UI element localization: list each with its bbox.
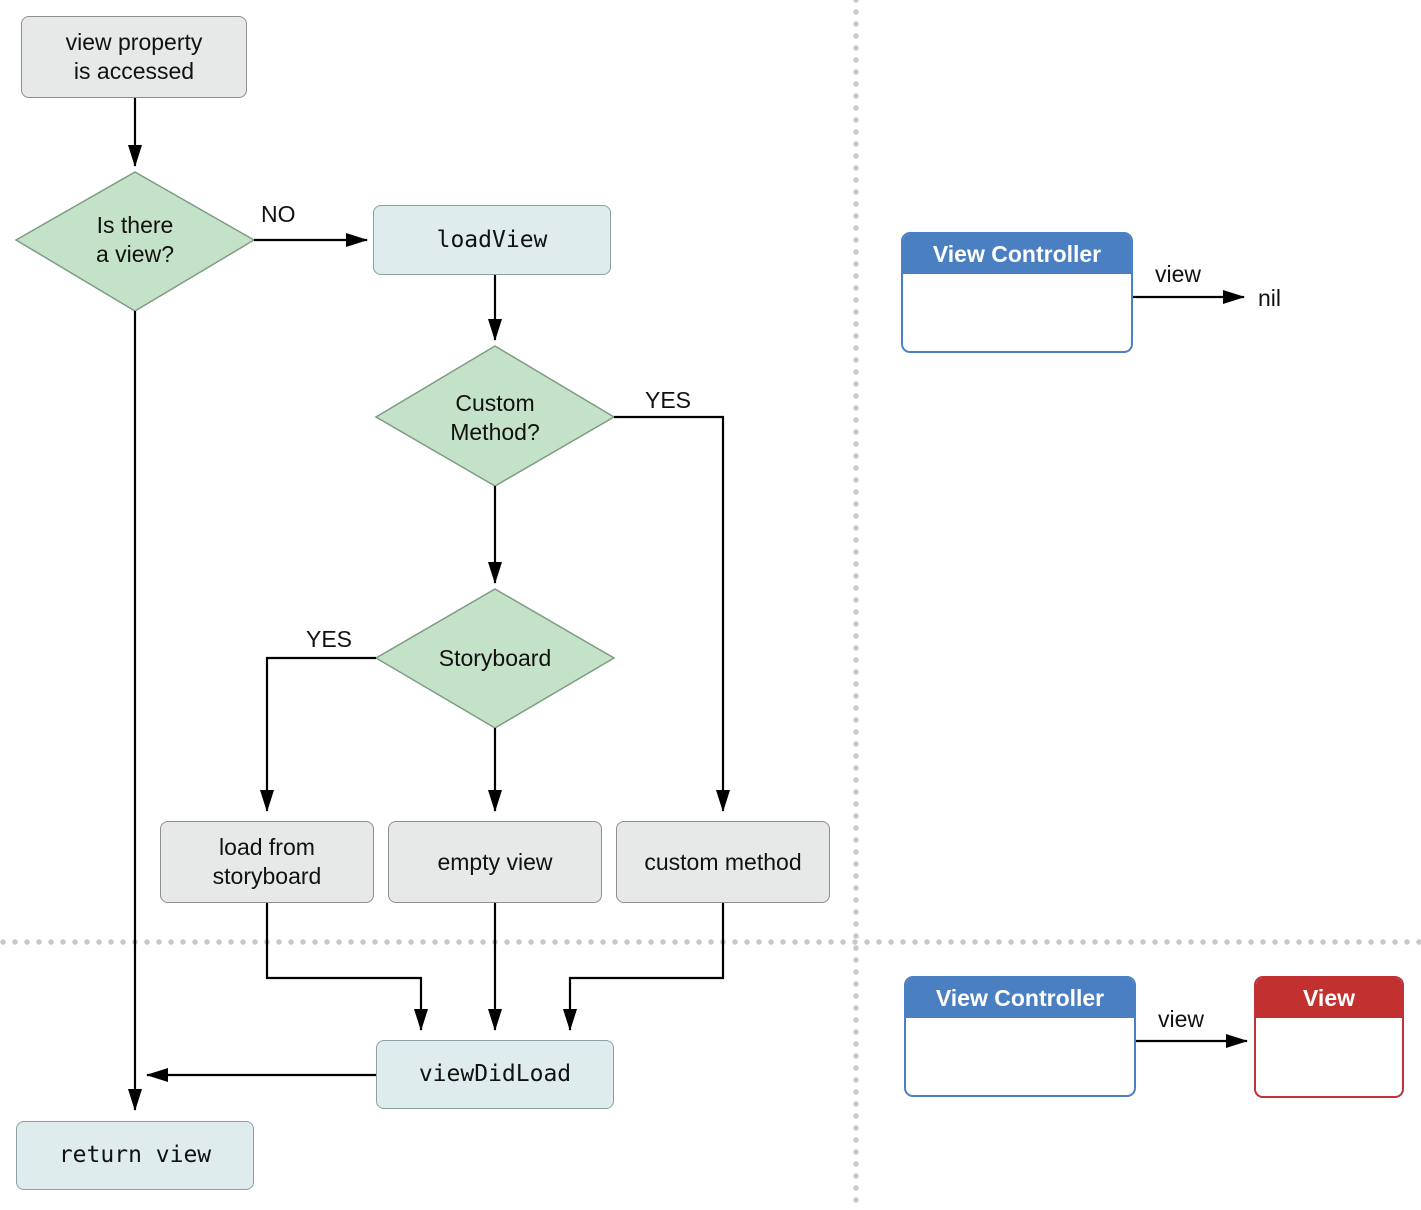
view-controller-after-title: View Controller bbox=[906, 978, 1134, 1018]
view-edge-label-before: view bbox=[1155, 261, 1202, 287]
arrow-storyboard-yes-to-load bbox=[260, 656, 376, 812]
custom-method-box: custom method bbox=[616, 821, 830, 903]
nil-label: nil bbox=[1258, 285, 1282, 311]
arrow-load-to-viewdidload bbox=[265, 903, 428, 1031]
view-controller-after: View Controller bbox=[904, 976, 1136, 1097]
edge-label-yes-custom: YES bbox=[645, 387, 692, 413]
empty-view-box: empty view bbox=[388, 821, 602, 903]
load-from-storyboard-box: load from storyboard bbox=[160, 821, 374, 903]
start-box: view property is accessed bbox=[21, 16, 247, 98]
decision-custom-label: Custom Method? bbox=[450, 390, 540, 445]
decision-view-label: Is there a view? bbox=[96, 212, 174, 267]
return-view-box: return view bbox=[16, 1121, 254, 1190]
edge-label-no: NO bbox=[261, 201, 296, 227]
viewdidload-box: viewDidLoad bbox=[376, 1040, 614, 1109]
edge-label-yes-storyboard: YES bbox=[306, 626, 353, 652]
loadview-box: loadView bbox=[373, 205, 611, 275]
view-controller-before: View Controller bbox=[901, 232, 1133, 353]
view-edge-label-after: view bbox=[1158, 1006, 1205, 1032]
view-controller-before-title: View Controller bbox=[903, 234, 1131, 274]
decision-storyboard-label: Storyboard bbox=[438, 644, 552, 671]
arrow-custom-yes-to-method bbox=[614, 415, 730, 812]
view-object-title: View bbox=[1256, 978, 1402, 1018]
view-object: View bbox=[1254, 976, 1404, 1098]
arrow-method-to-viewdidload bbox=[563, 903, 725, 1031]
